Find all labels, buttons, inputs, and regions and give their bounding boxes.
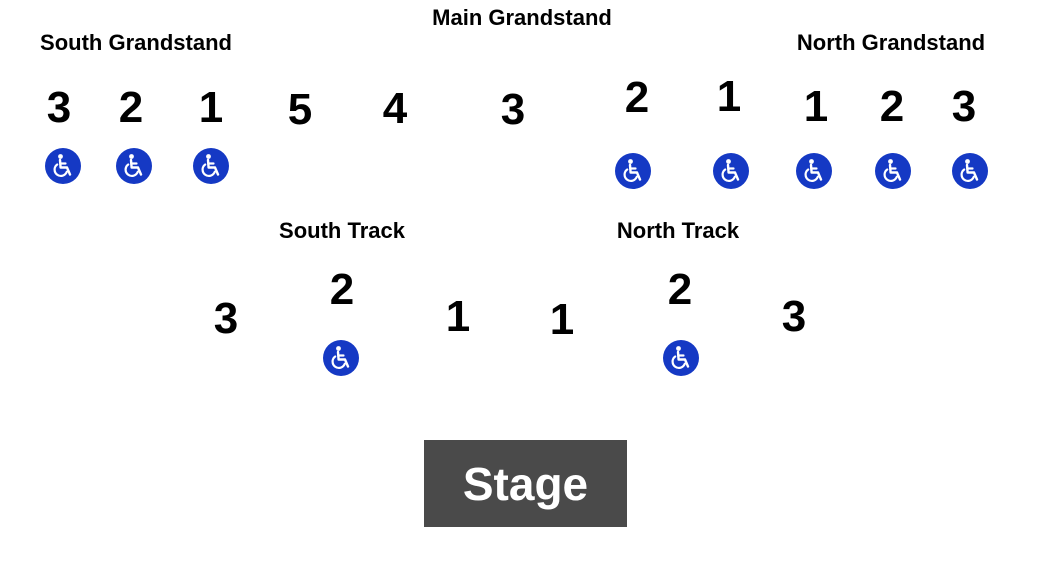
wheelchair-icon: [796, 153, 832, 189]
section-label-north-grandstand: North Grandstand: [796, 30, 986, 55]
section-main-grandstand-4[interactable]: 4: [382, 84, 408, 133]
section-south-grandstand-2[interactable]: 2: [118, 83, 144, 132]
section-main-grandstand-5[interactable]: 5: [287, 85, 313, 134]
wheelchair-icon: [615, 153, 651, 189]
section-label-south-track: South Track: [279, 218, 405, 243]
section-south-track-1[interactable]: 1: [445, 292, 471, 341]
wheelchair-icon: [713, 153, 749, 189]
section-north-grandstand-2[interactable]: 2: [879, 82, 905, 131]
wheelchair-icon: [193, 148, 229, 184]
wheelchair-icon: [323, 340, 359, 376]
wheelchair-icon: [875, 153, 911, 189]
wheelchair-icon: [116, 148, 152, 184]
section-north-track-1[interactable]: 1: [549, 295, 575, 344]
section-south-track-2[interactable]: 2: [329, 265, 355, 314]
section-north-track-2[interactable]: 2: [667, 265, 693, 314]
section-label-main-grandstand: Main Grandstand: [432, 5, 612, 30]
section-south-grandstand-1[interactable]: 1: [198, 83, 224, 132]
section-label-south-grandstand: South Grandstand: [40, 30, 232, 55]
section-south-grandstand-3[interactable]: 3: [46, 83, 72, 132]
section-north-track-3[interactable]: 3: [781, 292, 807, 341]
section-main-grandstand-2[interactable]: 2: [624, 73, 650, 122]
wheelchair-icon: [952, 153, 988, 189]
wheelchair-icon: [663, 340, 699, 376]
section-main-grandstand-1[interactable]: 1: [716, 72, 742, 121]
section-north-grandstand-3[interactable]: 3: [951, 82, 977, 131]
stage-label: Stage: [462, 457, 589, 510]
section-label-north-track: North Track: [616, 218, 740, 243]
section-north-grandstand-1[interactable]: 1: [803, 82, 829, 131]
section-south-track-3[interactable]: 3: [213, 294, 239, 343]
section-main-grandstand-3[interactable]: 3: [500, 85, 526, 134]
stage: Stage: [424, 440, 627, 527]
wheelchair-icon: [45, 148, 81, 184]
